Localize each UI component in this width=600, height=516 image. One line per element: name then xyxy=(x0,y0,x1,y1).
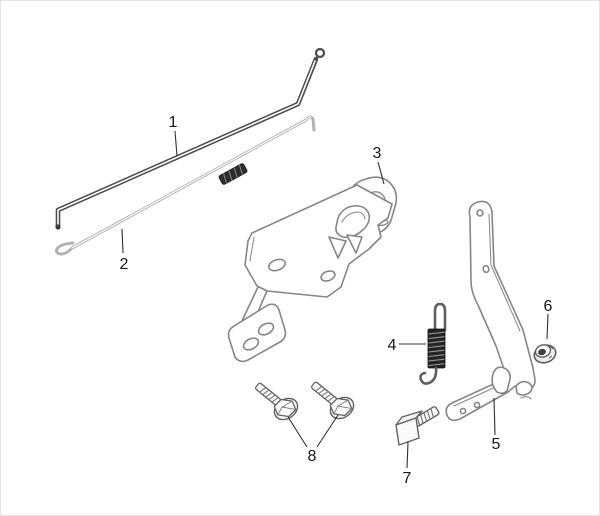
callout-6-label: 6 xyxy=(544,298,553,315)
spring-top-hook xyxy=(433,302,447,334)
callout-8-leader-b xyxy=(316,414,339,448)
callout-5-leader xyxy=(493,397,496,436)
rod-end-loop xyxy=(314,47,326,59)
nut-bore xyxy=(538,348,546,356)
bracket-fold-line xyxy=(249,236,255,262)
spring-bottom-hook xyxy=(419,366,438,385)
callout-7-leader xyxy=(406,441,409,469)
bracket-plate-hole-2 xyxy=(320,270,336,282)
lever-side-tab xyxy=(515,380,533,396)
spring-coil-texture xyxy=(428,331,445,367)
part-4-spring-drawing xyxy=(419,302,447,385)
callout-4-label: 4 xyxy=(388,337,397,354)
nut-facet-line xyxy=(548,345,554,359)
bracket-mount-foot xyxy=(227,303,287,363)
callout-1-label: 1 xyxy=(169,114,178,131)
lever-top-hole xyxy=(476,209,484,217)
bolt7-head-front xyxy=(395,417,420,446)
part-2-wire-drawing xyxy=(55,115,316,256)
lever-mid-hole xyxy=(482,264,490,274)
wire-spring-sleeve xyxy=(218,163,248,185)
part-5-lever-drawing xyxy=(445,200,536,422)
lever-hairpin-loop xyxy=(491,366,511,395)
bolt8b-hex-facets xyxy=(333,399,352,415)
callout-2-leader xyxy=(121,228,124,254)
lever-arm-hole-2 xyxy=(473,401,481,409)
lever-inner-edge-line xyxy=(488,213,521,332)
lever-arm-hole-1 xyxy=(459,407,467,415)
part-7-bolt-drawing xyxy=(395,406,440,446)
flange-bolt-b xyxy=(311,381,355,420)
part-1-rod-drawing xyxy=(55,47,326,230)
rod-end-cap xyxy=(55,224,61,230)
bracket-arm-edge-1 xyxy=(240,286,259,324)
wire-core-highlight xyxy=(71,116,312,249)
callout-labels: 1 2 3 4 5 6 7 8 xyxy=(120,114,553,487)
bracket-main-plate xyxy=(244,184,393,298)
bracket-clamp-inner-line xyxy=(341,211,366,223)
bracket-spike-tab-1 xyxy=(328,236,347,259)
bracket-foot-hole-2 xyxy=(257,322,275,336)
bolt8a-hex-facets xyxy=(277,400,296,416)
callouts xyxy=(121,130,549,469)
part-3-bracket-drawing xyxy=(227,176,398,363)
lever-body xyxy=(445,200,536,422)
bracket-clamp-clip xyxy=(335,205,371,239)
callout-3-label: 3 xyxy=(373,145,382,162)
callout-5-label: 5 xyxy=(492,436,501,453)
callout-8-leader-a xyxy=(287,416,308,448)
callout-6-leader xyxy=(546,313,549,340)
flange-bolt-a xyxy=(255,382,299,421)
rod-outline xyxy=(55,56,319,230)
callout-1-leader xyxy=(174,130,178,157)
callout-8-label: 8 xyxy=(308,448,317,465)
bracket-foot-hole-1 xyxy=(242,337,260,351)
callout-3-leader xyxy=(377,161,385,185)
part-8-bolts-drawing xyxy=(255,381,355,421)
part-6-nut-drawing xyxy=(533,344,557,364)
rod-core-highlight xyxy=(57,60,316,226)
lever-side-tab-line xyxy=(520,396,532,400)
callout-7-label: 7 xyxy=(403,470,412,487)
callout-2-label: 2 xyxy=(120,256,129,273)
spring-coil-body xyxy=(427,328,446,369)
bolt7-shank xyxy=(412,406,440,427)
bracket-plate-hole-1 xyxy=(268,258,286,272)
bracket-spike-tab-2 xyxy=(346,234,363,254)
